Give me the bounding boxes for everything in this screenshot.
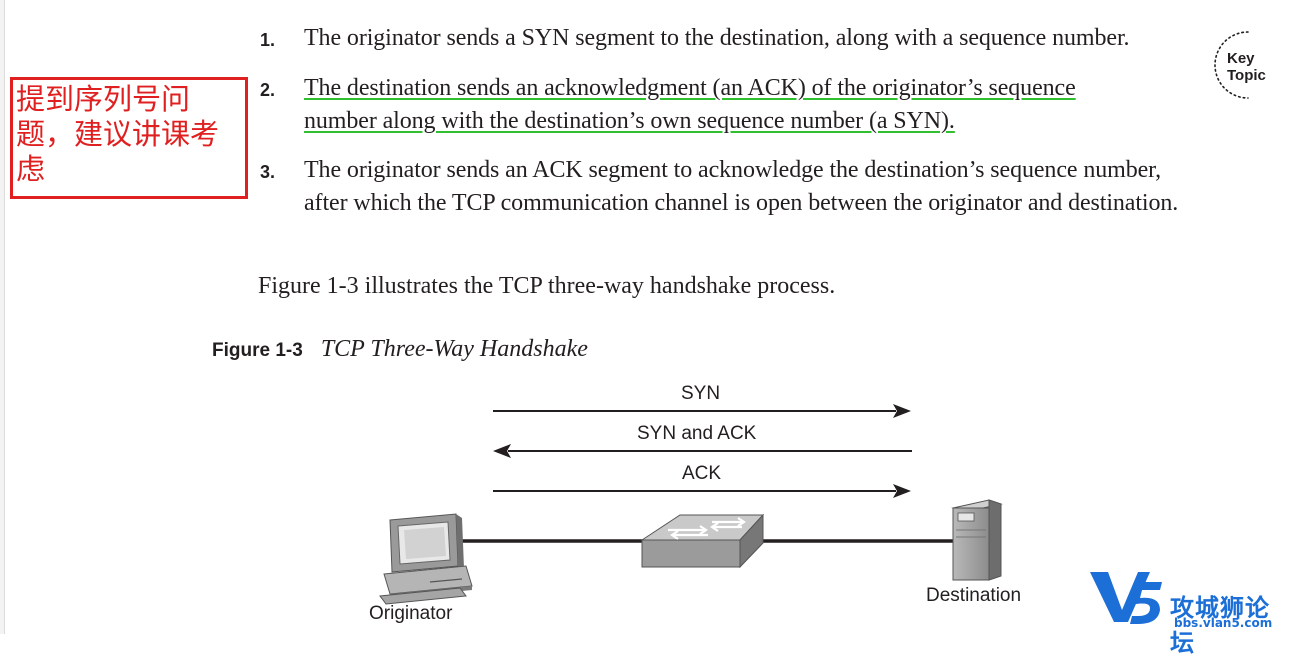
- originator-computer-icon: [379, 513, 473, 605]
- ack-arrow: [493, 484, 911, 498]
- step-2-text: The destination sends an acknowledgment …: [304, 72, 1154, 138]
- destination-server-icon: [951, 499, 1003, 581]
- switch-icon: [640, 513, 765, 569]
- key-topic-line2: Topic: [1227, 67, 1266, 84]
- step-3-number: 3.: [260, 162, 276, 182]
- step-3-text: The originator sends an ACK segment to a…: [304, 157, 1179, 216]
- annotation-note: 提到序列号问题，建议讲课考虑: [10, 77, 248, 199]
- ack-label: ACK: [682, 463, 722, 484]
- page-left-edge: [0, 0, 5, 634]
- step-2-highlight: The destination sends an acknowledgment …: [304, 75, 1076, 134]
- syn-ack-arrow: [493, 444, 912, 458]
- figure-number: Figure 1-3: [212, 340, 303, 361]
- key-topic-icon: [1214, 31, 1249, 99]
- key-topic-line1: Key: [1227, 50, 1255, 67]
- syn-and-ack-label: SYN and ACK: [637, 423, 757, 444]
- syn-arrow: [493, 404, 911, 418]
- step-2-number: 2.: [260, 80, 276, 100]
- handshake-diagram: [379, 404, 1162, 624]
- watermark-url: bbs.vlan5.com: [1174, 616, 1273, 630]
- step-1-text: The originator sends a SYN segment to th…: [304, 25, 1130, 51]
- figure-caption: Figure 1-3 TCP Three-Way Handshake: [212, 336, 588, 363]
- originator-label: Originator: [369, 603, 453, 624]
- step-1-number: 1.: [260, 30, 276, 50]
- key-topic-label: Key Topic: [1227, 50, 1266, 84]
- syn-label: SYN: [681, 383, 721, 404]
- destination-label: Destination: [926, 585, 1022, 606]
- watermark-logo-icon: [1090, 572, 1162, 624]
- figure-title: TCP Three-Way Handshake: [320, 336, 588, 362]
- figure-reference-paragraph: Figure 1-3 illustrates the TCP three-way…: [258, 273, 836, 299]
